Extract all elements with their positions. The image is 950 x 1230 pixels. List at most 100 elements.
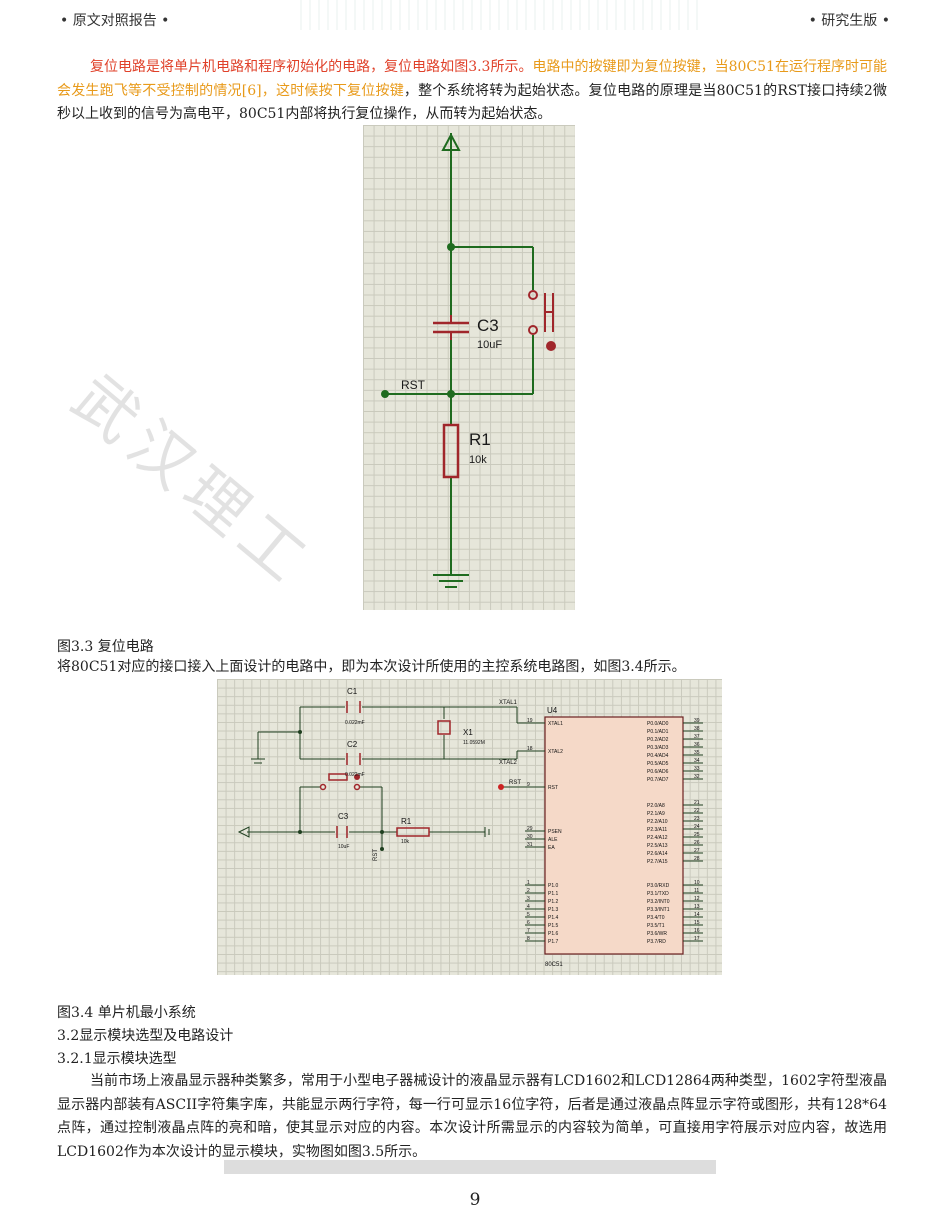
pin-label: P2.0/A8 bbox=[647, 803, 665, 809]
chip-label: 80C51 bbox=[545, 962, 563, 968]
pin-label: P0.2/AD2 bbox=[647, 737, 669, 743]
pin-number: 4 bbox=[527, 904, 530, 910]
pin-label: P2.5/A13 bbox=[647, 843, 668, 849]
c2-value: 0.022mF bbox=[345, 772, 365, 778]
pin-number: 21 bbox=[694, 800, 700, 806]
pin-label: P2.2/A10 bbox=[647, 819, 668, 825]
pin-label: PSEN bbox=[548, 829, 562, 835]
pin-label: P2.6/A14 bbox=[647, 851, 668, 857]
r1-value: 10k bbox=[401, 839, 410, 845]
c1-label: C1 bbox=[347, 687, 358, 696]
header-left: • 原文对照报告 • bbox=[60, 13, 170, 29]
highlight-orange: 电路中的按键即为复位按键，当80C51在运行程序时可能会发生跑飞等不受控制的情况… bbox=[57, 59, 888, 99]
pin-number: 11 bbox=[694, 888, 699, 894]
pin-number: 10 bbox=[694, 880, 700, 886]
pin-label: P0.3/AD3 bbox=[647, 745, 669, 751]
pin-label: P1.0 bbox=[548, 883, 559, 889]
figure-placeholder-bar bbox=[224, 1160, 716, 1174]
pin-label: P1.3 bbox=[548, 907, 559, 913]
pin-number: 15 bbox=[694, 920, 700, 926]
paragraph-display-selection: 当前市场上液晶显示器种类繁多，常用于小型电子器械设计的液晶显示器有LCD1602… bbox=[57, 1073, 887, 1160]
c3-label: C3 bbox=[338, 812, 349, 821]
pin-label: P0.7/AD7 bbox=[647, 777, 669, 783]
pin-label: P3.1/TXD bbox=[647, 891, 669, 897]
xtal1-net: XTAL1 bbox=[499, 700, 518, 706]
pin-number: 12 bbox=[694, 896, 700, 902]
r1-value: 10k bbox=[469, 454, 487, 466]
figure-minimum-system: C1 0.022mF C2 0.022mF X1 11.0592M XTAL1 … bbox=[217, 679, 722, 975]
pin-label: P0.5/AD5 bbox=[647, 761, 669, 767]
pin-label: P3.5/T1 bbox=[647, 923, 665, 929]
pin-number: 34 bbox=[694, 758, 700, 764]
section-heading-3-2-1: 3.2.1显示模块选型 bbox=[57, 1051, 177, 1067]
pin-number: 23 bbox=[694, 816, 700, 822]
pin-number: 5 bbox=[527, 912, 530, 918]
pin-number: 29 bbox=[527, 826, 533, 832]
section-heading-3-2: 3.2显示模块选型及电路设计 bbox=[57, 1028, 234, 1044]
pin-number: 31 bbox=[527, 842, 533, 848]
pin-label: P1.4 bbox=[548, 915, 559, 921]
pin-label: P3.2/INT0 bbox=[647, 899, 670, 905]
c3-value: 10uF bbox=[477, 339, 502, 351]
page-number: 9 bbox=[469, 1190, 481, 1210]
paragraph-system-circuit: 将80C51对应的接口接入上面设计的电路中，即为本次设计所使用的主控系统电路图，… bbox=[57, 659, 686, 675]
pin-number: 13 bbox=[694, 904, 700, 910]
pin-label: P1.1 bbox=[548, 891, 559, 897]
x1-label: X1 bbox=[463, 728, 473, 737]
r1-label: R1 bbox=[469, 430, 491, 449]
pin-number: 35 bbox=[694, 750, 700, 756]
pin-number: 7 bbox=[527, 928, 530, 934]
c2-label: C2 bbox=[347, 740, 358, 749]
pin-label: P2.7/A15 bbox=[647, 859, 668, 865]
pin-number: 3 bbox=[527, 896, 530, 902]
pin-number: 19 bbox=[527, 718, 533, 724]
pin-number: 30 bbox=[527, 834, 533, 840]
pin-number: 22 bbox=[694, 808, 700, 814]
rst-label: RST bbox=[401, 378, 426, 392]
caption-figure-3-3: 图3.3 复位电路 bbox=[57, 639, 154, 655]
pin-number: 24 bbox=[694, 824, 700, 830]
header-right: • 研究生版 • bbox=[808, 13, 890, 29]
rst-vertical-label: RST bbox=[373, 849, 379, 861]
pin-number: 32 bbox=[694, 774, 700, 780]
pin-label: EA bbox=[548, 845, 555, 851]
r1-label: R1 bbox=[401, 817, 412, 826]
pin-label: P3.7/RD bbox=[647, 939, 666, 945]
c3-label: C3 bbox=[477, 316, 499, 335]
pin-label: XTAL2 bbox=[548, 749, 563, 755]
pin-number: 9 bbox=[527, 782, 530, 788]
pin-label: P0.6/AD6 bbox=[647, 769, 669, 775]
pin-number: 25 bbox=[694, 832, 700, 838]
pin-number: 17 bbox=[694, 936, 700, 942]
rst-net: RST bbox=[509, 780, 521, 786]
pin-label: P0.4/AD4 bbox=[647, 753, 669, 759]
pin-number: 27 bbox=[694, 848, 700, 854]
pin-label: P3.6/WR bbox=[647, 931, 667, 937]
pin-label: P1.5 bbox=[548, 923, 559, 929]
pin-number: 6 bbox=[527, 920, 530, 926]
watermark: 武汉理工 bbox=[59, 360, 327, 602]
